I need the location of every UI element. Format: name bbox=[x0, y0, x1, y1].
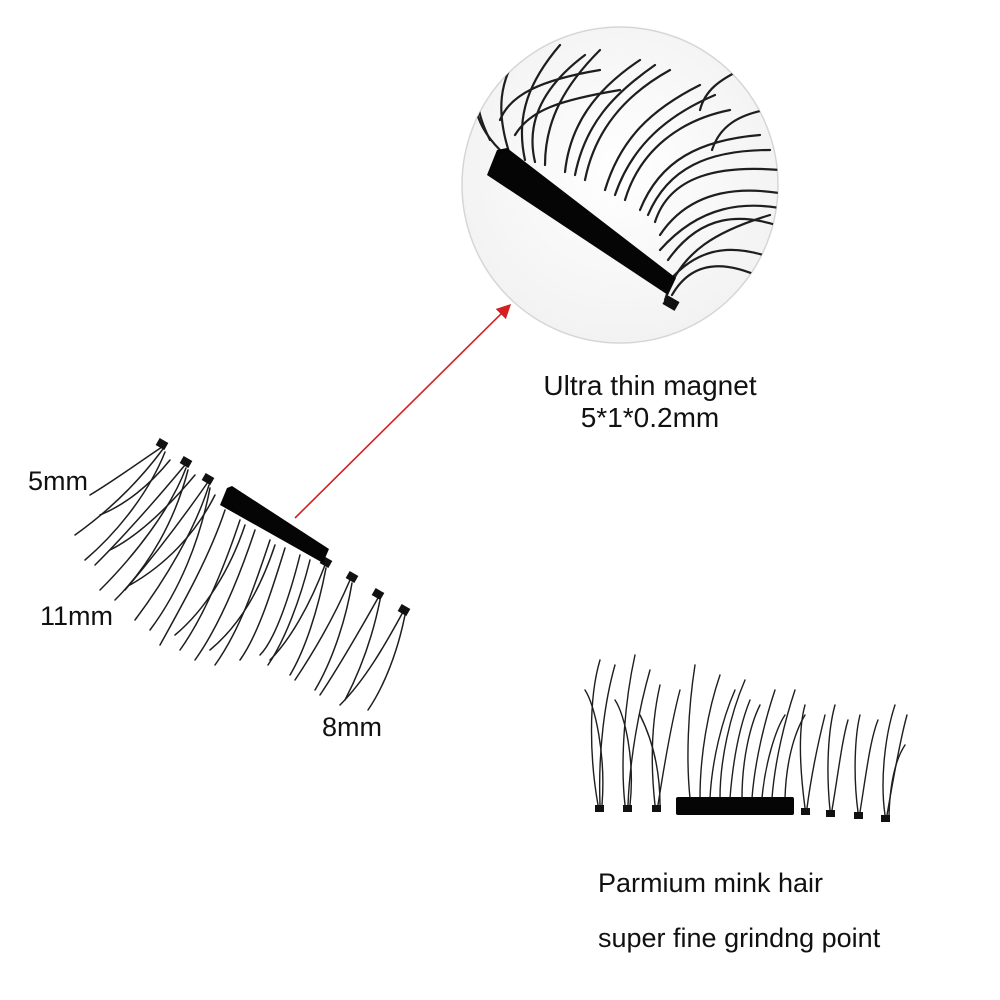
pointer-arrow bbox=[294, 303, 512, 519]
magnet-caption: Ultra thin magnet 5*1*0.2mm bbox=[500, 370, 800, 434]
hair-caption-title: Parmium mink hair bbox=[598, 868, 824, 898]
lash-length-label-8mm: 8mm bbox=[322, 712, 382, 742]
left-lash-hairs bbox=[74, 446, 406, 711]
zoom-circle bbox=[461, 26, 779, 344]
right-magnet-bar bbox=[676, 797, 794, 815]
right-lash-roots bbox=[595, 805, 890, 822]
right-lash-strip bbox=[584, 654, 908, 822]
zoom-magnet-bar bbox=[487, 148, 680, 311]
left-lash-strip bbox=[74, 438, 411, 711]
hair-caption-detail: super fine grindng point bbox=[598, 923, 881, 953]
lash-length-label-5mm: 5mm bbox=[28, 466, 88, 496]
magnet-caption-title: Ultra thin magnet bbox=[543, 370, 757, 401]
left-magnet-bar bbox=[220, 486, 329, 563]
magnet-caption-size: 5*1*0.2mm bbox=[580, 402, 720, 433]
lash-length-label-11mm: 11mm bbox=[40, 601, 114, 631]
right-lash-hairs bbox=[584, 654, 908, 816]
left-lash-roots bbox=[155, 438, 411, 616]
